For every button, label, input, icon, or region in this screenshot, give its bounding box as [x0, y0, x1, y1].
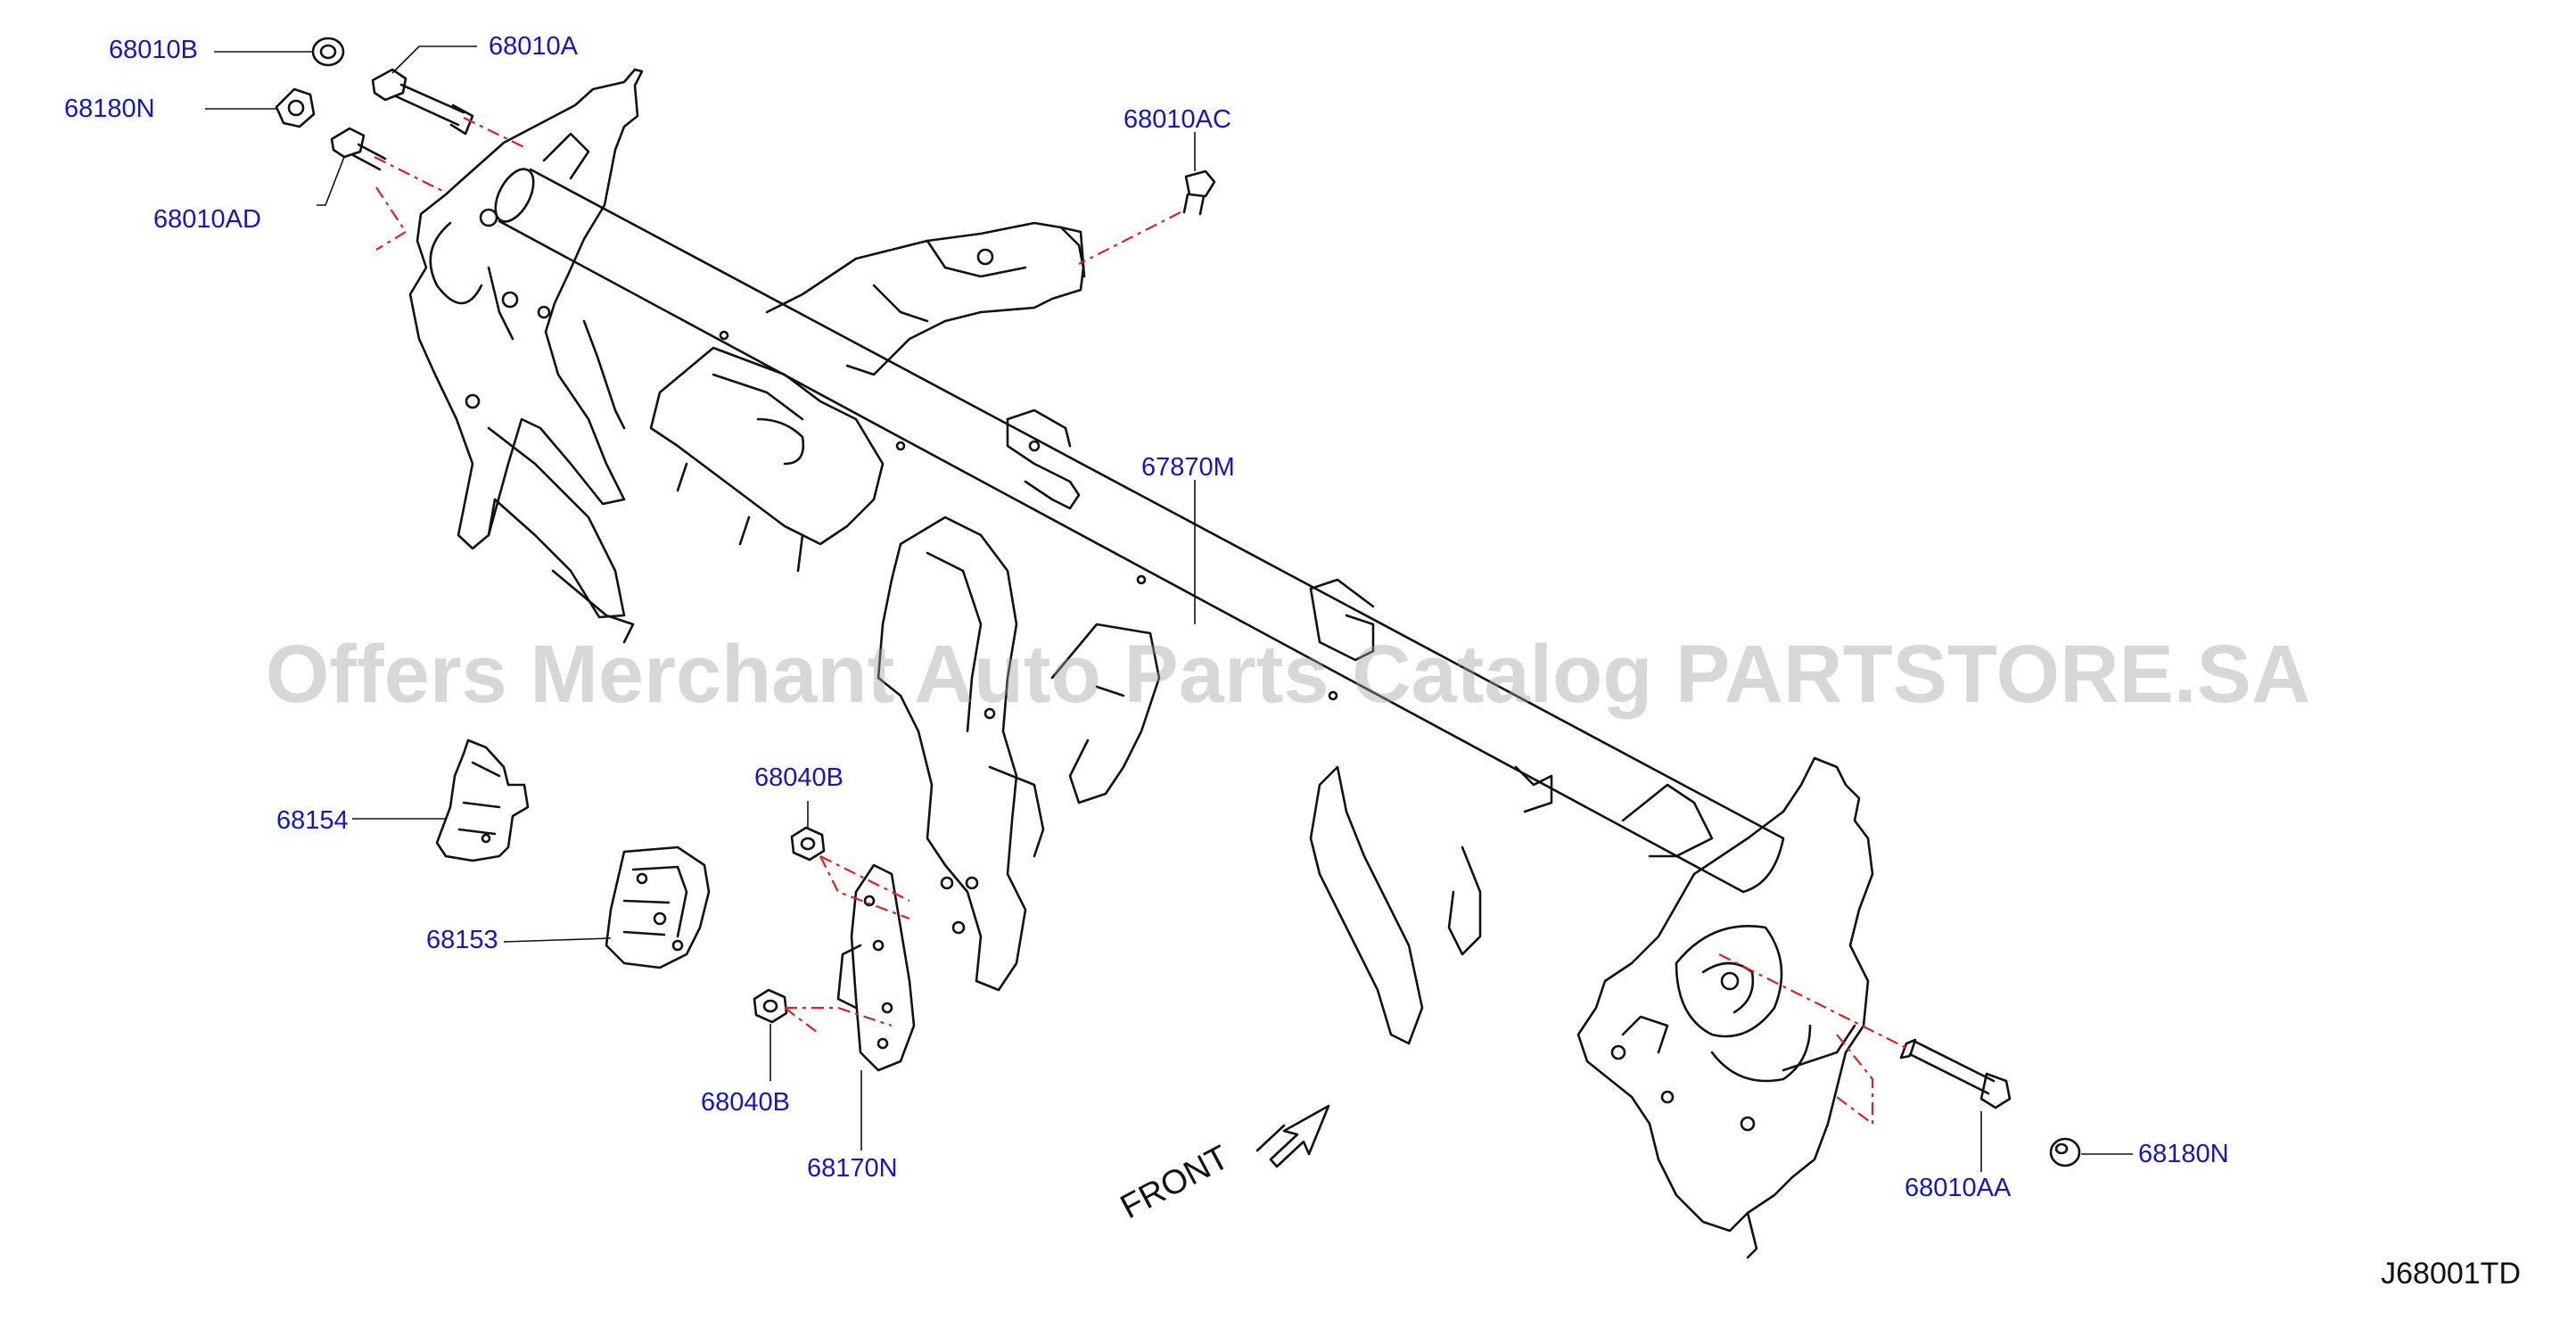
fastener-68040B-bottom	[753, 988, 788, 1024]
bracket-68153	[605, 845, 711, 969]
upper-right-mount	[765, 221, 1086, 376]
fastener-68180N-left	[275, 87, 316, 128]
callout-67870M[interactable]: 67870M	[1141, 453, 1235, 482]
fastener-68010AA	[1899, 1038, 2012, 1109]
fastener-68040B-top	[790, 826, 826, 862]
callout-68154[interactable]: 68154	[276, 806, 349, 835]
callout-68010AA[interactable]: 68010AA	[1905, 1174, 2012, 1202]
front-arrow	[1255, 1104, 1330, 1168]
callout-68153[interactable]: 68153	[426, 926, 498, 954]
bracket-68170N	[836, 863, 916, 1072]
left-end-bracket	[408, 68, 644, 644]
fastener-68010B	[311, 37, 345, 67]
right-tube-brackets	[1309, 578, 1714, 1045]
right-end-bracket	[1576, 756, 1874, 1259]
centerlines	[374, 117, 1909, 1126]
watermark: Offers Merchant Auto Parts Catalog PARTS…	[265, 629, 2311, 720]
bracket-68154	[435, 738, 530, 862]
fastener-68180N-right	[2049, 1137, 2081, 1167]
cross-tube	[494, 168, 1785, 894]
callout-68040B-bottom[interactable]: 68040B	[701, 1088, 790, 1117]
fastener-68010AD	[330, 127, 387, 171]
callout-68010AC[interactable]: 68010AC	[1123, 105, 1231, 134]
center-tab	[1006, 408, 1081, 510]
drawing-code: J68001TD	[2381, 1257, 2521, 1291]
callout-68010AD[interactable]: 68010AD	[153, 205, 261, 234]
callout-68170N[interactable]: 68170N	[807, 1154, 898, 1183]
column-bracket	[649, 346, 885, 573]
fastener-68010AC	[1182, 169, 1216, 216]
callout-68010B[interactable]: 68010B	[109, 36, 198, 64]
callout-68040B-top[interactable]: 68040B	[754, 763, 844, 792]
callout-68180N-left[interactable]: 68180N	[64, 95, 155, 123]
fastener-68010A	[371, 68, 474, 136]
callout-68010A[interactable]: 68010A	[489, 32, 578, 61]
leader-lines	[205, 45, 2133, 1172]
callout-68180N-right[interactable]: 68180N	[2138, 1140, 2229, 1168]
center-stay	[876, 516, 1161, 992]
